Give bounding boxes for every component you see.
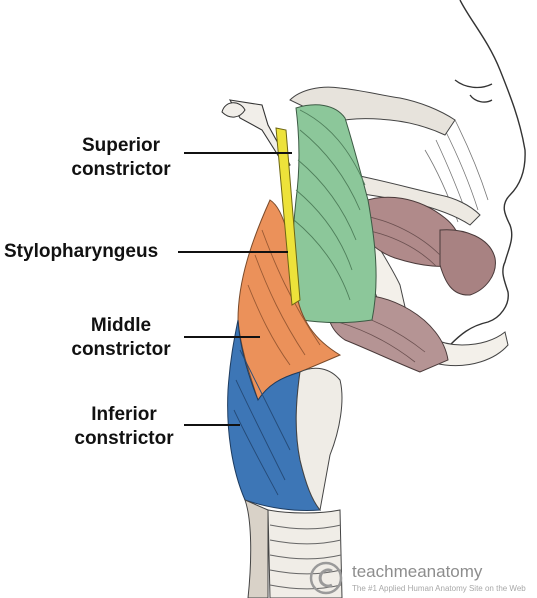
eye-lines [455, 80, 492, 102]
inferior-constrictor-label-line1: Inferior [55, 403, 193, 427]
superior-constrictor-label-line2: constrictor [52, 158, 190, 182]
stylopharyngeus-label: Stylopharyngeus [4, 240, 180, 264]
watermark-brand: teachmeanatomy [352, 562, 482, 582]
middle-constrictor-label: Middle constrictor [55, 314, 187, 362]
esophagus [245, 500, 268, 598]
middle-constrictor-label-line2: constrictor [55, 338, 187, 362]
superior-constrictor-label-line1: Superior [52, 134, 190, 158]
inferior-constrictor-label-line2: constrictor [55, 427, 193, 451]
superior-constrictor-label: Superior constrictor [52, 134, 190, 182]
superior-constrictor-muscle [290, 105, 376, 323]
inferior-constrictor-label: Inferior constrictor [55, 403, 193, 451]
middle-constrictor-label-line1: Middle [55, 314, 187, 338]
watermark-tagline: The #1 Applied Human Anatomy Site on the… [352, 584, 526, 593]
